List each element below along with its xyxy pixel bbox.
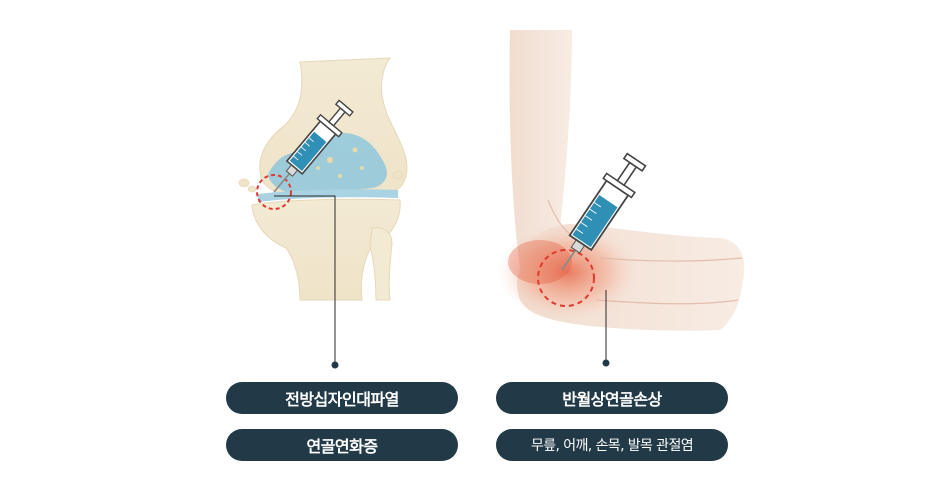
elbow-joint-illustration bbox=[498, 30, 745, 367]
label-elbow-secondary: 무릎, 어깨, 손목, 발목 관절염 bbox=[496, 429, 728, 461]
knee-cartilage bbox=[268, 133, 387, 195]
knee-highlight-circle bbox=[256, 174, 292, 210]
upper-arm bbox=[509, 30, 572, 268]
knee-leader-dot bbox=[331, 361, 339, 369]
syringe-icon bbox=[561, 152, 647, 271]
label-knee-primary-text: 전방십자인대파열 bbox=[285, 390, 399, 409]
label-knee-primary: 전방십자인대파열 bbox=[226, 382, 458, 414]
syringe-icon bbox=[273, 99, 354, 193]
fibula-bone bbox=[369, 227, 393, 301]
label-elbow-primary: 반월상연골손상 bbox=[496, 382, 728, 414]
knee-joint-illustration bbox=[238, 57, 408, 369]
elbow-highlight-circle bbox=[537, 249, 595, 307]
knee-leader-line bbox=[274, 195, 336, 362]
tibia-bone bbox=[251, 198, 401, 301]
elbow-inflammation bbox=[498, 224, 638, 320]
bone-fragments bbox=[238, 171, 404, 193]
label-elbow-primary-text: 반월상연골손상 bbox=[562, 390, 662, 409]
label-knee-secondary-text: 연골연화증 bbox=[306, 437, 378, 456]
cartilage-damage-spots bbox=[316, 147, 364, 178]
elbow-leader-dot bbox=[602, 359, 610, 367]
label-knee-secondary: 연골연화증 bbox=[226, 429, 458, 461]
label-elbow-secondary-text: 무릎, 어깨, 손목, 발목 관절염 bbox=[530, 438, 694, 454]
